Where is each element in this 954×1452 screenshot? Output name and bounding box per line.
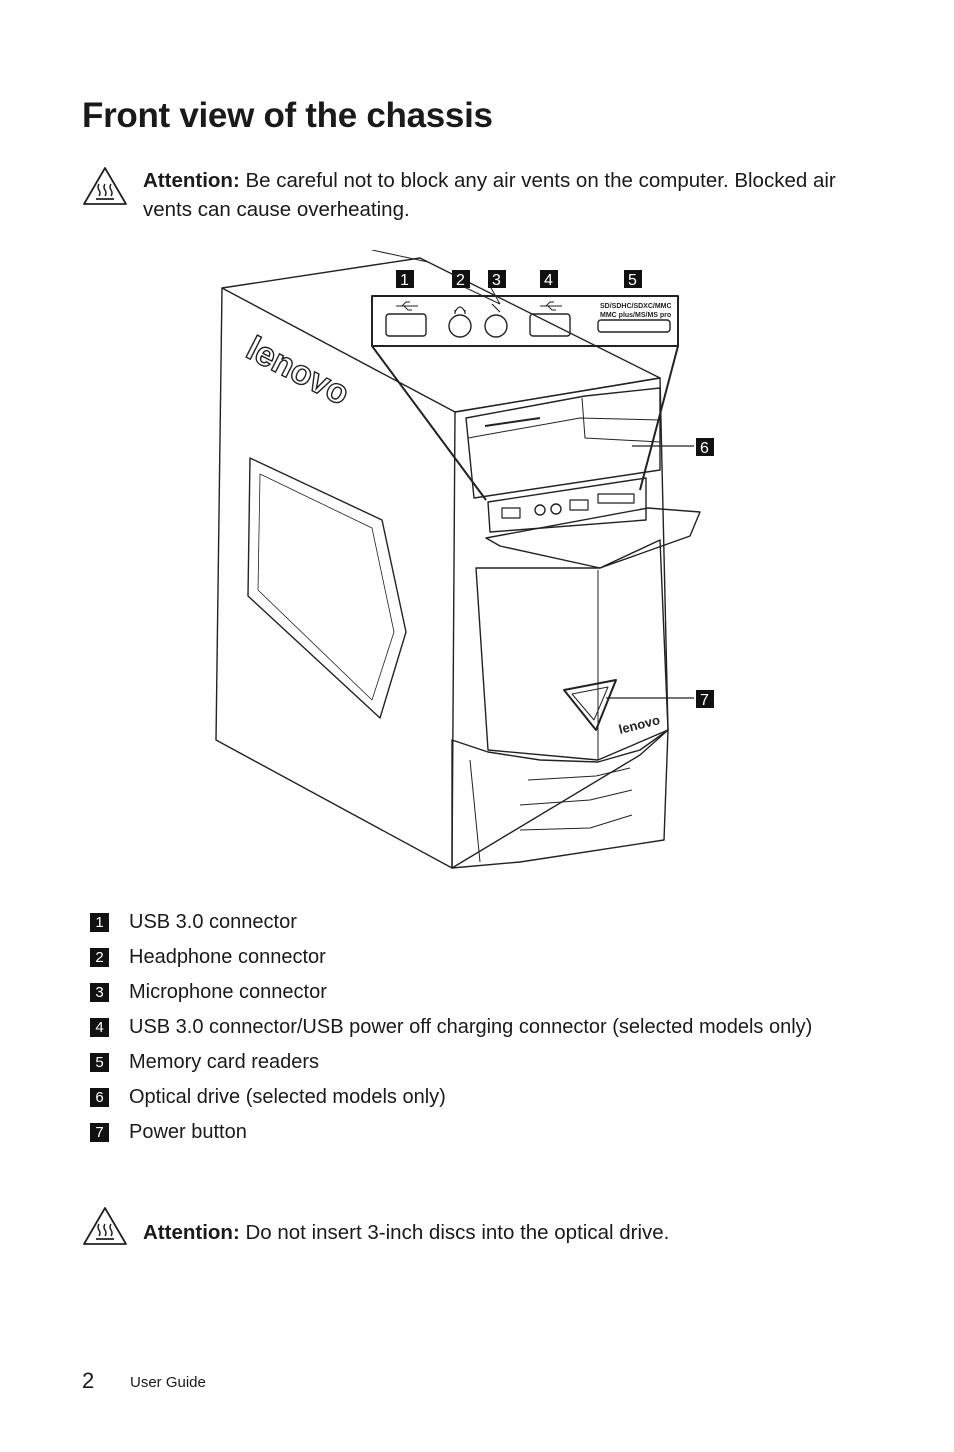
callout-7: 7 bbox=[700, 692, 709, 709]
power-button-triangle bbox=[563, 679, 617, 731]
legend-text: Power button bbox=[129, 1121, 247, 1143]
attention-notice-discs: Attention: Do not insert 3-inch discs in… bbox=[82, 1206, 863, 1247]
chassis-front bbox=[451, 377, 669, 869]
microphone-icon bbox=[491, 303, 501, 313]
legend-item: 1 USB 3.0 connector bbox=[90, 908, 850, 937]
attention-label: Attention: bbox=[143, 1221, 240, 1244]
callout-4: 4 bbox=[544, 272, 553, 289]
optical-drive-bay bbox=[465, 387, 661, 499]
callout-5: 5 bbox=[628, 272, 637, 289]
callout-6: 6 bbox=[700, 440, 709, 457]
port-flap bbox=[485, 507, 701, 569]
legend-text: USB 3.0 connector bbox=[129, 911, 297, 933]
legend-text: Optical drive (selected models only) bbox=[129, 1086, 446, 1108]
attention-notice-air-vents: Attention: Be careful not to block any a… bbox=[82, 166, 863, 224]
legend-number: 6 bbox=[90, 1088, 109, 1107]
attention-label: Attention: bbox=[143, 169, 240, 192]
chassis-base bbox=[451, 729, 669, 869]
card-slot-front bbox=[597, 493, 635, 504]
legend-item: 5 Memory card readers bbox=[90, 1048, 850, 1077]
port-panel bbox=[487, 477, 647, 533]
usb-port-1 bbox=[385, 313, 427, 337]
legend-number: 7 bbox=[90, 1123, 109, 1142]
chassis-front-diagram: lenovo lenovo SD/SDHC/SDXC/MMC MMC plus/… bbox=[215, 250, 714, 869]
attention-body: Be careful not to block any air vents on… bbox=[143, 169, 836, 221]
side-logo-text: lenovo bbox=[240, 329, 355, 413]
front-logo-text: lenovo bbox=[617, 712, 661, 737]
usb-port-2 bbox=[529, 313, 571, 337]
legend-number: 3 bbox=[90, 983, 109, 1002]
callout-labels: 1 2 3 4 5 6 7 bbox=[396, 270, 714, 709]
usb-port-front-1 bbox=[501, 507, 521, 519]
mic-jack-front bbox=[550, 503, 562, 515]
page-title: Front view of the chassis bbox=[82, 96, 493, 135]
page-number: 2 bbox=[82, 1368, 95, 1393]
mic-jack bbox=[484, 314, 508, 338]
attention-body: Do not insert 3-inch discs into the opti… bbox=[239, 1221, 670, 1244]
footer-doc-title: User Guide bbox=[130, 1374, 206, 1391]
legend-number: 1 bbox=[90, 913, 109, 932]
callout-1: 1 bbox=[400, 272, 409, 289]
headphone-jack bbox=[448, 314, 472, 338]
heat-warning-icon bbox=[83, 167, 127, 205]
memory-card-slot bbox=[597, 319, 671, 333]
heat-warning-icon bbox=[83, 1207, 127, 1245]
legend-number: 2 bbox=[90, 948, 109, 967]
legend-text: USB 3.0 connector/USB power off charging… bbox=[129, 1016, 813, 1038]
legend-item: 6 Optical drive (selected models only) bbox=[90, 1083, 850, 1112]
usb-port-front-2 bbox=[569, 499, 589, 511]
attention-text: Attention: Do not insert 3-inch discs in… bbox=[143, 1218, 863, 1247]
legend-text: Microphone connector bbox=[129, 981, 327, 1003]
callout-2: 2 bbox=[456, 272, 465, 289]
headphone-icon bbox=[454, 306, 466, 314]
legend-text: Headphone connector bbox=[129, 946, 326, 968]
legend-item: 4 USB 3.0 connector/USB power off chargin… bbox=[90, 1013, 850, 1042]
legend-item: 7 Power button bbox=[90, 1118, 850, 1147]
headphone-jack-front bbox=[534, 504, 546, 516]
legend-number: 5 bbox=[90, 1053, 109, 1072]
card-reader-label-1: SD/SDHC/SDXC/MMC bbox=[600, 303, 672, 310]
legend-text: Memory card readers bbox=[129, 1051, 320, 1073]
side-vent-frame bbox=[247, 457, 407, 719]
legend-item: 2 Headphone connector bbox=[90, 943, 850, 972]
usb-icon bbox=[396, 301, 562, 311]
side-vent-mesh bbox=[257, 473, 395, 701]
legend-number: 4 bbox=[90, 1018, 109, 1037]
card-reader-label-2: MMC plus/MS/MS pro bbox=[600, 312, 671, 319]
legend-item: 3 Microphone connector bbox=[90, 978, 850, 1007]
callout-3: 3 bbox=[492, 272, 501, 289]
attention-text: Attention: Be careful not to block any a… bbox=[143, 166, 863, 224]
